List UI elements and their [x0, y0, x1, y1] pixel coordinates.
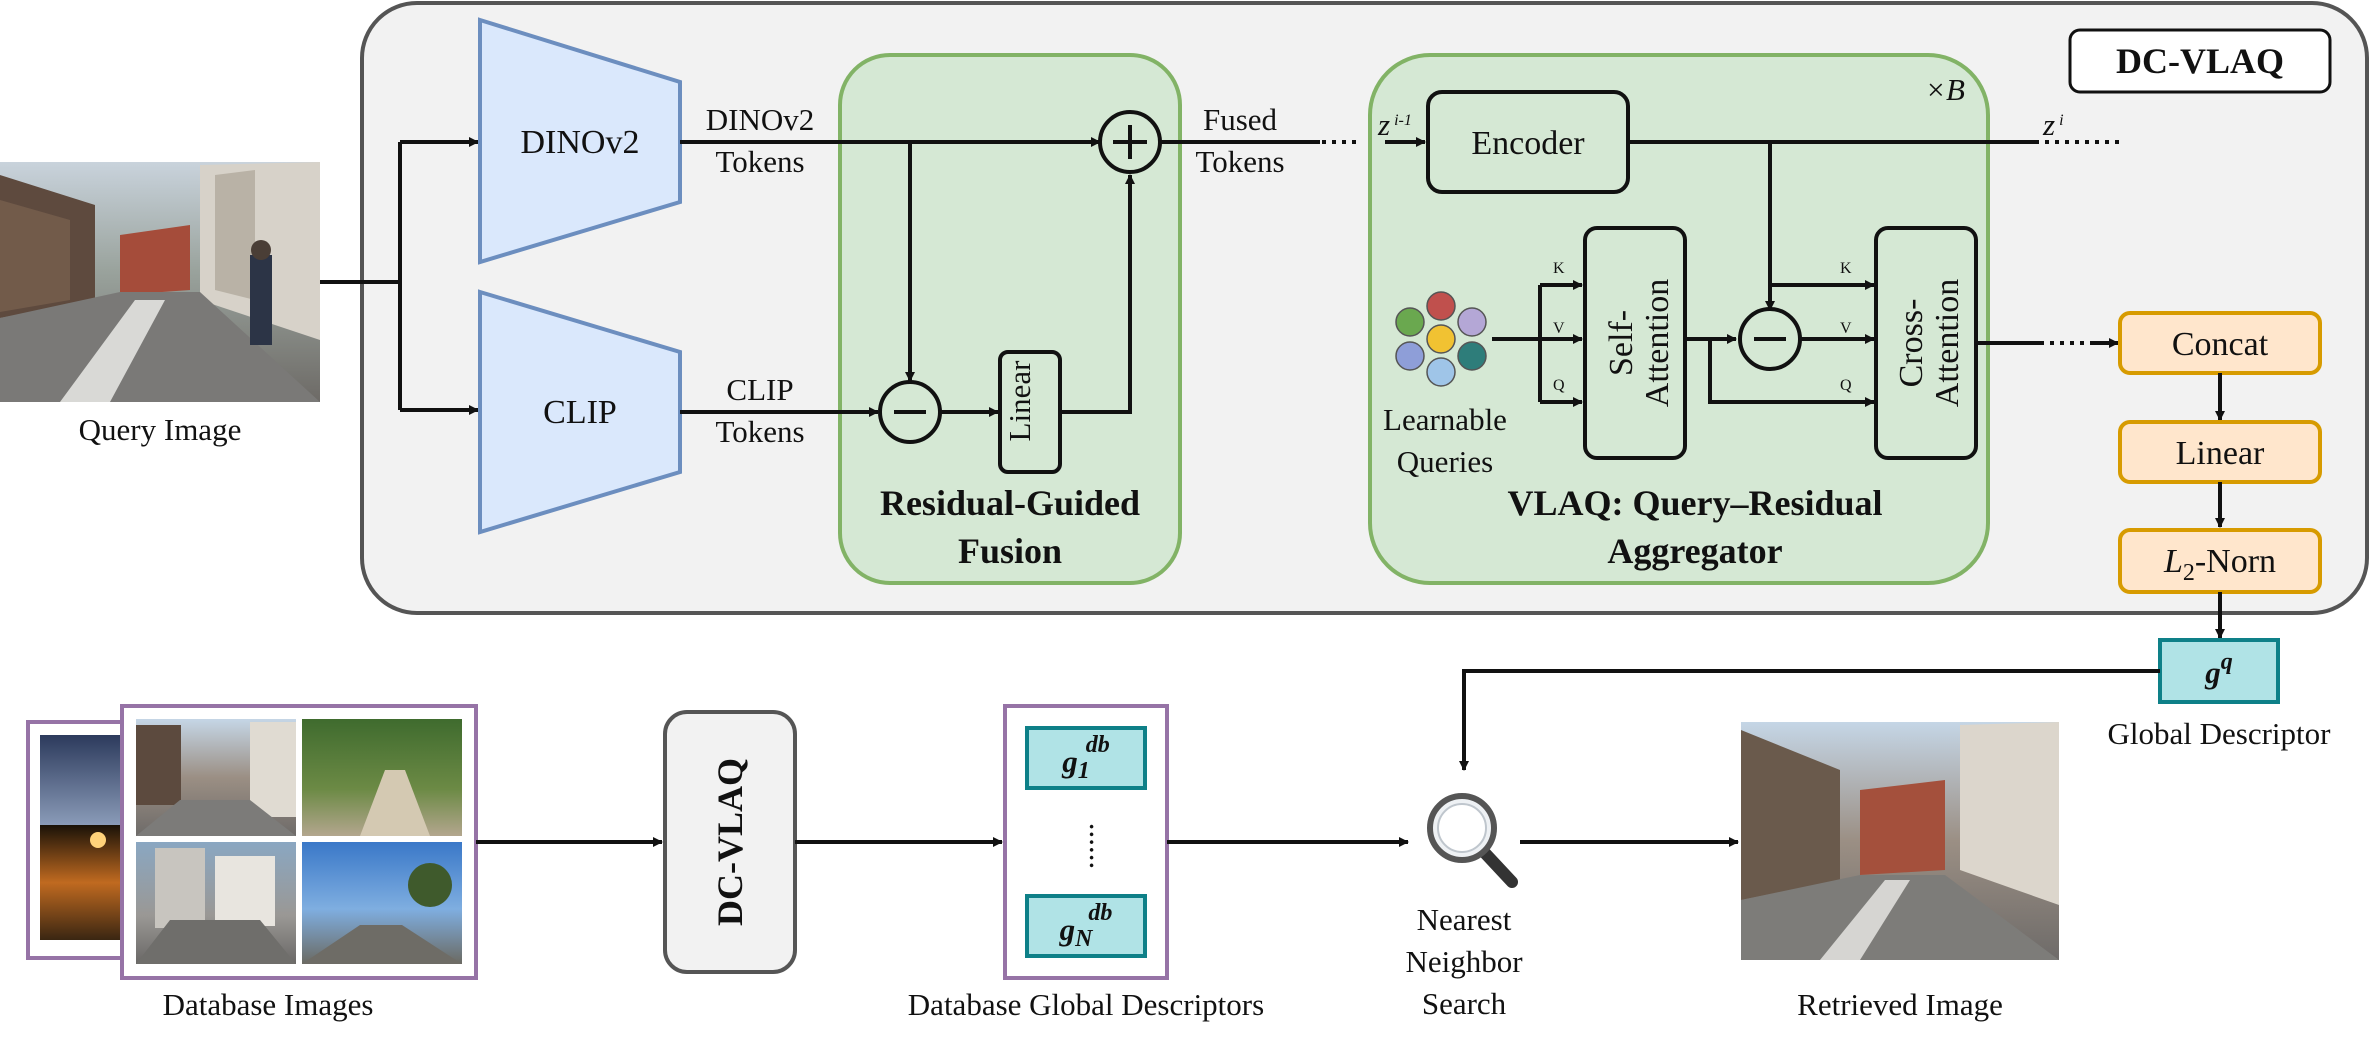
g1-descriptor-label: g1db [1061, 732, 1110, 784]
self-v: V [1553, 320, 1565, 337]
repeat-label: ×B [1925, 72, 1965, 107]
db-image-3 [136, 842, 296, 964]
nn-label-1: Nearest [1417, 902, 1512, 937]
dcvlaq-box-label: DC-VLAQ [710, 758, 750, 926]
db-image-back-night [40, 735, 130, 940]
title-badge-text: DC-VLAQ [2116, 41, 2284, 81]
db-image-1 [136, 719, 296, 836]
fused-tokens-label-2: Tokens [1195, 144, 1284, 179]
fusion-title-2: Fusion [958, 531, 1062, 571]
vlaq-title-1: VLAQ: Query–Residual [1507, 483, 1882, 523]
cross-k: K [1840, 260, 1852, 277]
gn-descriptor-box [1025, 894, 1147, 958]
clip-backbone [478, 289, 682, 535]
descriptor-to-search [1459, 669, 2160, 771]
vlaq-title-2: Aggregator [1607, 531, 1782, 571]
queries-fanout [1492, 285, 1542, 402]
concat-label: Concat [2172, 326, 2269, 363]
linear-to-add [1060, 174, 1135, 414]
gn-descriptor-label: gNdb [1059, 900, 1113, 952]
query-image-caption: Query Image [79, 412, 242, 447]
nn-label-2: Neighbor [1405, 944, 1523, 979]
queries-label-2: Queries [1397, 444, 1493, 479]
norm-label: L2-Norn [2163, 543, 2276, 586]
self-q: Q [1553, 377, 1565, 394]
self-attention-box [1583, 226, 1687, 460]
fusion-linear-label: Linear [1002, 360, 1037, 442]
dinov2-backbone [478, 17, 682, 265]
fusion-module [838, 53, 1182, 585]
magnifier-icon [1427, 793, 1518, 888]
self-attention-label-2: Attention [1639, 279, 1676, 407]
cross-attention-label-2: Attention [1929, 279, 1966, 407]
encoder-label: Encoder [1471, 125, 1585, 162]
db-image-4 [302, 842, 462, 964]
split-connector [320, 142, 402, 410]
nn-label-3: Search [1422, 986, 1507, 1021]
g1-descriptor-box [1025, 726, 1147, 790]
retrieved-image-caption: Retrieved Image [1797, 987, 2003, 1022]
title-badge [2068, 28, 2332, 94]
fused-tokens-label-1: Fused [1203, 102, 1278, 137]
clip-tokens-label-1: CLIP [726, 372, 793, 407]
queries-label-1: Learnable [1383, 402, 1507, 437]
cross-v: V [1840, 320, 1852, 337]
query-image [0, 162, 320, 402]
head-linear-label: Linear [2176, 435, 2265, 472]
clip-tokens-label-2: Tokens [715, 414, 804, 449]
self-k: K [1553, 260, 1565, 277]
learnable-queries-icon [1395, 291, 1487, 387]
cross-attention-label-1: Cross- [1893, 299, 1930, 388]
global-descriptor-caption: Global Descriptor [2108, 716, 2332, 751]
retrieved-image [1741, 722, 2059, 960]
dinov2-label: DINOv2 [521, 124, 640, 161]
descriptor-ellipsis: ...... [1083, 823, 1118, 870]
self-attention-label-1: Self- [1603, 310, 1640, 376]
dinov2-tokens-label-1: DINOv2 [706, 102, 815, 137]
fusion-title-1: Residual-Guided [880, 483, 1140, 523]
cross-q: Q [1840, 377, 1852, 394]
self-to-cross-q [1708, 339, 1875, 407]
dinov2-tokens-label-2: Tokens [715, 144, 804, 179]
db-image-2 [302, 719, 462, 836]
db-descriptors-caption: Database Global Descriptors [908, 987, 1264, 1022]
database-images-caption: Database Images [163, 987, 374, 1022]
clip-label: CLIP [543, 394, 617, 431]
global-descriptor-symbol: gq [2204, 649, 2233, 690]
